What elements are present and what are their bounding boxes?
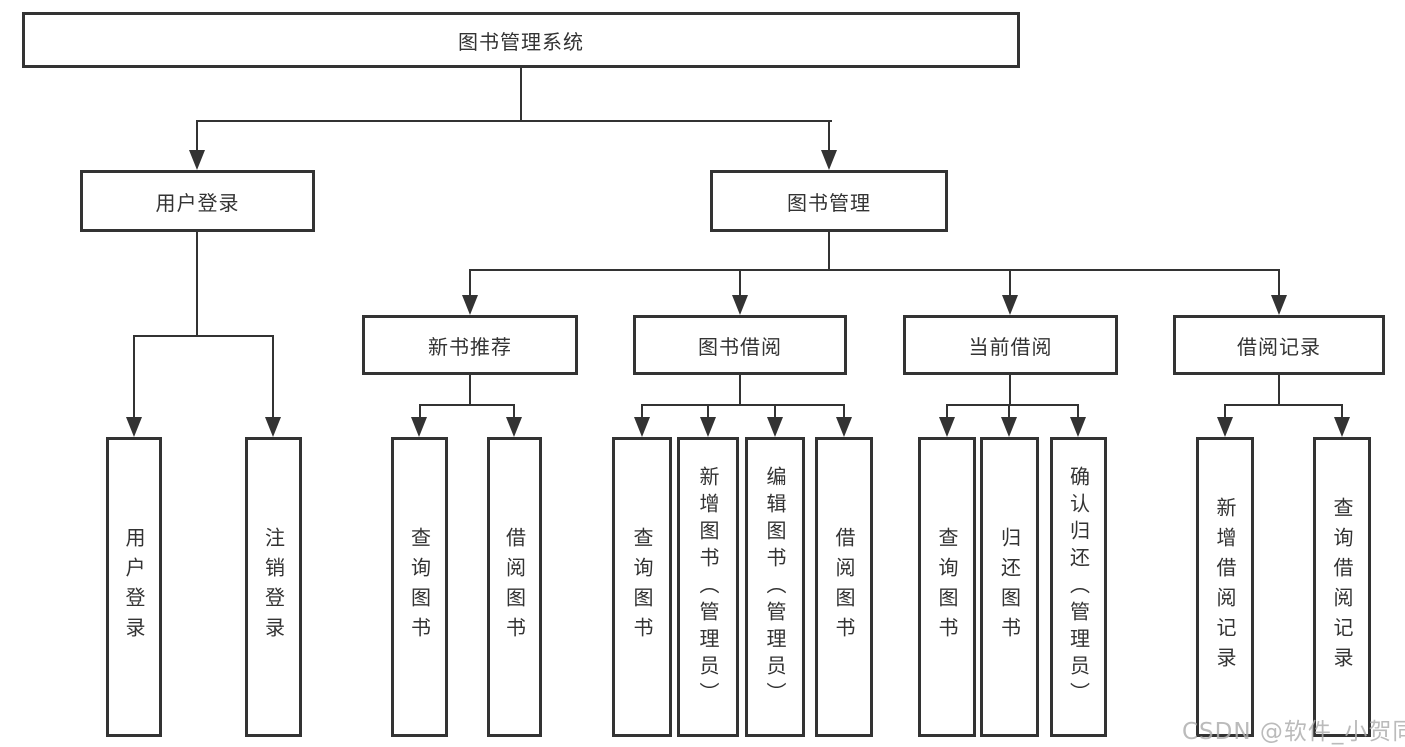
leaf-label: 编辑图书（管理员）: [763, 465, 787, 709]
leaf-add-books-admin: 新增图书（管理员）: [677, 437, 739, 737]
arrow-to-user-login: [189, 150, 205, 170]
leaf-add-borrow-record: 新增借阅记录: [1196, 437, 1254, 737]
node-label: 用户登录: [155, 190, 240, 215]
edge-to-leaf-user-login-stem: [133, 335, 135, 419]
node-book-management-system: 图书管理系统: [22, 12, 1020, 68]
leaf-logout: 注销登录: [245, 437, 302, 737]
edge-book-mgmt-bar: [469, 269, 1280, 271]
node-current-borrowing: 当前借阅: [903, 315, 1118, 375]
leaf-label: 借阅图书: [832, 527, 856, 647]
edge-to-query-books-1-stem: [419, 404, 421, 419]
edge-to-borrow-books-2-stem: [843, 404, 845, 419]
leaf-label: 确认归还（管理员）: [1066, 465, 1091, 709]
arrow-to-query-record: [1334, 417, 1350, 437]
edge-current-borrow-stem: [1009, 375, 1011, 406]
edge-borrow-records-stem: [1278, 375, 1280, 406]
leaf-label: 注销登录: [261, 527, 286, 647]
leaf-return-books: 归还图书: [980, 437, 1039, 737]
leaf-edit-books-admin: 编辑图书（管理员）: [745, 437, 805, 737]
edge-to-add-record-stem: [1224, 404, 1226, 419]
arrow-to-edit-books: [767, 417, 783, 437]
node-label: 当前借阅: [968, 334, 1053, 359]
edge-to-query-record-stem: [1341, 404, 1343, 419]
leaf-query-books-current: 查询图书: [918, 437, 976, 737]
arrow-to-borrow-books-2: [836, 417, 852, 437]
node-label: 新书推荐: [428, 334, 512, 359]
edge-user-login-stem: [196, 232, 198, 337]
edge-user-login-bar: [133, 335, 274, 337]
arrow-to-query-books-2: [634, 417, 650, 437]
node-new-book-recommend: 新书推荐: [362, 315, 578, 375]
edge-to-book-borrow-stem: [739, 269, 741, 297]
edge-new-book-rec-stem: [469, 375, 471, 406]
leaf-query-books-borrowing: 查询图书: [612, 437, 672, 737]
edge-to-return-books-stem: [1008, 404, 1010, 419]
leaf-label: 查询图书: [935, 527, 959, 647]
leaf-user-login: 用户登录: [106, 437, 162, 737]
arrow-to-new-book-rec: [462, 295, 478, 315]
edge-book-borrow-bar: [642, 404, 844, 406]
edge-book-mgmt-stem: [828, 232, 830, 271]
arrow-to-query-books-3: [939, 417, 955, 437]
edge-to-user-login-stem: [196, 120, 198, 152]
edge-to-new-book-rec-stem: [469, 269, 471, 297]
leaf-query-books-recommend: 查询图书: [391, 437, 448, 737]
arrow-to-book-mgmt: [821, 150, 837, 170]
leaf-query-borrow-record: 查询借阅记录: [1313, 437, 1371, 737]
arrow-to-leaf-user-login: [126, 417, 142, 437]
edge-borrow-records-bar: [1225, 404, 1343, 406]
arrow-to-book-borrow: [732, 295, 748, 315]
edge-to-edit-books-stem: [774, 404, 776, 419]
edge-new-book-rec-bar: [419, 404, 515, 406]
csdn-watermark: CSDN @软件_小贺同学: [1182, 719, 1405, 745]
edge-to-borrow-books-1-stem: [513, 404, 515, 419]
node-book-borrowing: 图书借阅: [633, 315, 847, 375]
arrow-to-leaf-logout: [265, 417, 281, 437]
node-user-login: 用户登录: [80, 170, 315, 232]
leaf-label: 查询图书: [407, 527, 432, 647]
leaf-label: 查询借阅记录: [1330, 497, 1354, 677]
node-borrowing-records: 借阅记录: [1173, 315, 1385, 375]
node-label: 借阅记录: [1237, 334, 1321, 359]
node-label: 图书管理系统: [458, 29, 584, 54]
node-label: 图书管理: [787, 190, 871, 215]
leaf-label: 用户登录: [122, 527, 146, 647]
edge-to-confirm-return-stem: [1077, 404, 1079, 419]
arrow-to-confirm-return: [1070, 417, 1086, 437]
leaf-label: 归还图书: [997, 527, 1022, 647]
edge-to-book-mgmt-stem: [828, 120, 830, 152]
arrow-to-query-books-1: [411, 417, 427, 437]
arrow-to-borrow-books-1: [506, 417, 522, 437]
edge-to-add-books-stem: [707, 404, 709, 419]
arrow-to-current-borrow: [1002, 295, 1018, 315]
arrow-to-return-books: [1001, 417, 1017, 437]
edge-to-current-borrow-stem: [1009, 269, 1011, 297]
edge-current-borrow-bar: [947, 404, 1079, 406]
edge-to-query-books-3-stem: [946, 404, 948, 419]
leaf-label: 查询图书: [630, 527, 654, 647]
node-book-management: 图书管理: [710, 170, 948, 232]
leaf-label: 新增图书（管理员）: [696, 465, 720, 709]
edge-root-bar: [196, 120, 832, 122]
arrow-to-add-record: [1217, 417, 1233, 437]
arrow-to-add-books: [700, 417, 716, 437]
leaf-borrow-books-borrowing: 借阅图书: [815, 437, 873, 737]
leaf-label: 新增借阅记录: [1213, 497, 1237, 677]
edge-to-query-books-2-stem: [641, 404, 643, 419]
edge-to-borrow-records-stem: [1278, 269, 1280, 297]
leaf-borrow-books-recommend: 借阅图书: [487, 437, 542, 737]
leaf-confirm-return-admin: 确认归还（管理员）: [1050, 437, 1107, 737]
edge-root-stem: [520, 68, 522, 122]
edge-book-borrow-stem: [739, 375, 741, 406]
arrow-to-borrow-records: [1271, 295, 1287, 315]
leaf-label: 借阅图书: [502, 527, 527, 647]
node-label: 图书借阅: [698, 334, 782, 359]
edge-to-leaf-logout-stem: [272, 335, 274, 419]
